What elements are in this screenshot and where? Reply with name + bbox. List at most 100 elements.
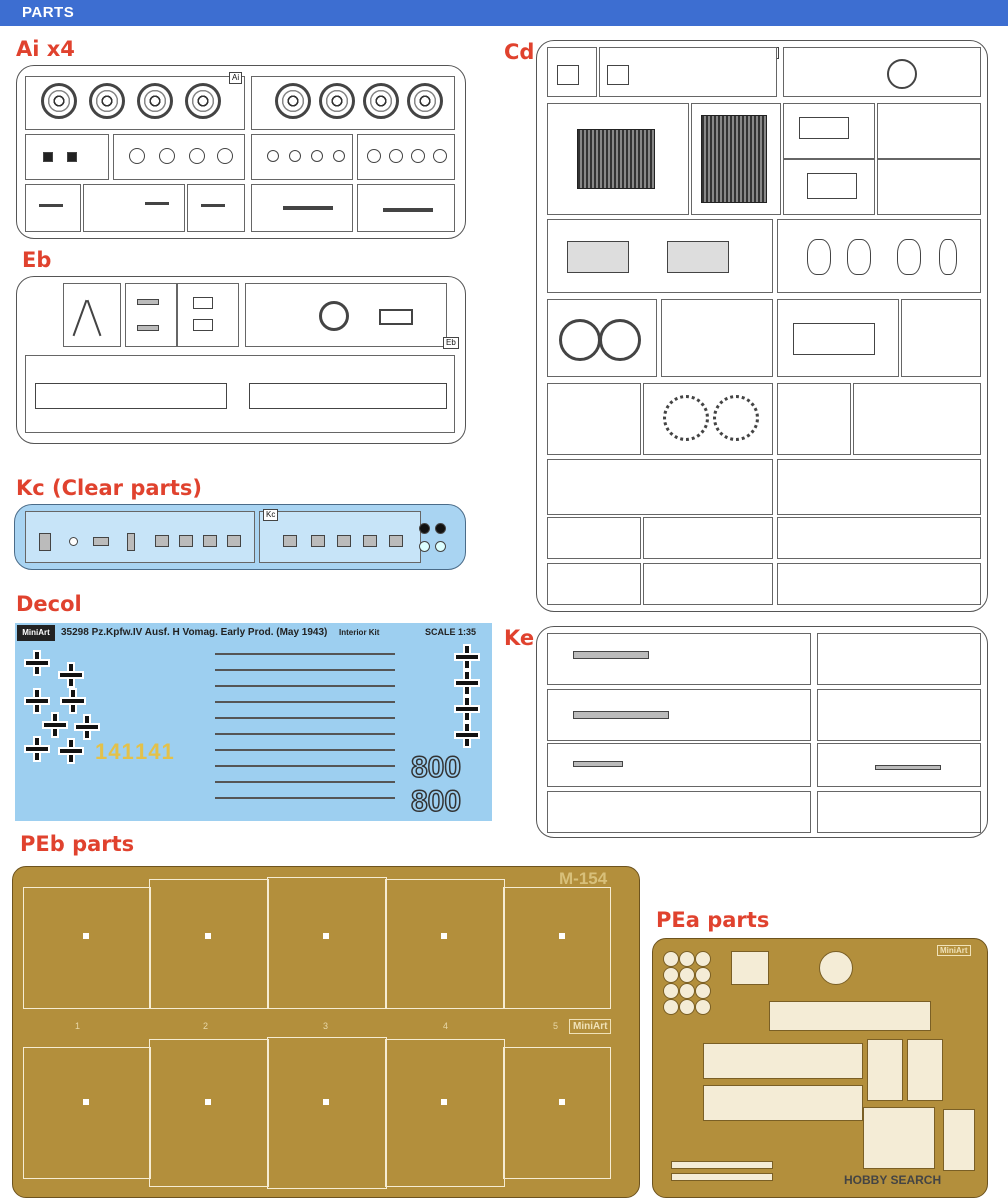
pe-mesh-part bbox=[769, 1001, 931, 1031]
road-wheel-part bbox=[89, 83, 125, 119]
decal-stencil-row bbox=[215, 733, 395, 735]
pe-part bbox=[819, 951, 853, 985]
road-wheel-part bbox=[363, 83, 399, 119]
part bbox=[159, 148, 175, 164]
fan-part bbox=[599, 319, 641, 361]
sprue-cell bbox=[187, 184, 245, 232]
sprue-tag: Eb bbox=[443, 337, 459, 349]
sprue-cell bbox=[547, 791, 811, 833]
decal-subtitle: Interior Kit bbox=[339, 628, 380, 637]
sprue-cell bbox=[547, 633, 811, 685]
section-title-peb: PEb parts bbox=[20, 832, 135, 856]
pe-strip bbox=[671, 1173, 773, 1181]
pe-panel bbox=[267, 1037, 387, 1189]
sprue-cell bbox=[125, 283, 177, 347]
part bbox=[127, 533, 135, 551]
decal-stencil-row bbox=[215, 781, 395, 783]
section-title-pea: PEa parts bbox=[656, 908, 770, 932]
watermark: HOBBY SEARCH bbox=[844, 1173, 942, 1187]
part bbox=[847, 239, 871, 275]
sprue-cell bbox=[25, 184, 81, 232]
engine-part bbox=[667, 241, 729, 273]
part bbox=[807, 173, 857, 199]
pe-part bbox=[663, 983, 679, 999]
balkenkreuz-decal bbox=[454, 722, 480, 748]
pe-panel bbox=[149, 879, 269, 1009]
part bbox=[367, 149, 381, 163]
pe-panel bbox=[23, 1047, 151, 1179]
sprue-cell bbox=[817, 689, 981, 741]
fret-number: 4 bbox=[443, 1021, 449, 1031]
part bbox=[137, 299, 159, 305]
sprue-eb: Eb bbox=[16, 276, 466, 444]
fan-wheel-part bbox=[663, 395, 709, 441]
part bbox=[69, 537, 78, 546]
radiator-grille-part bbox=[701, 115, 767, 203]
sprue-ke: Ke bbox=[536, 626, 988, 838]
fan-wheel-part bbox=[713, 395, 759, 441]
parts-title: PARTS bbox=[22, 4, 75, 21]
fret-brand-logo: MiniArt bbox=[569, 1019, 612, 1034]
decal-sheet: MiniArt 35298 Pz.Kpfw.IV Ausf. H Vomag. … bbox=[15, 623, 492, 821]
pe-part bbox=[695, 983, 711, 999]
sprue-ai: Ai bbox=[16, 65, 466, 239]
part bbox=[289, 150, 301, 162]
road-wheel-part bbox=[275, 83, 311, 119]
part bbox=[799, 117, 849, 139]
sprue-cell bbox=[901, 299, 981, 377]
part bbox=[435, 541, 446, 552]
sprue-cell bbox=[877, 103, 981, 159]
sprue-tag: Kc bbox=[263, 509, 279, 521]
part bbox=[283, 206, 333, 210]
balkenkreuz-decal bbox=[60, 688, 86, 714]
part bbox=[39, 204, 63, 207]
part bbox=[435, 523, 446, 534]
pe-part bbox=[695, 951, 711, 967]
part bbox=[389, 149, 403, 163]
pe-strip bbox=[671, 1161, 773, 1169]
section-title-cd: Cd bbox=[504, 40, 535, 64]
decal-stencil-row bbox=[215, 797, 395, 799]
pe-hole bbox=[205, 933, 211, 939]
fret-number: 3 bbox=[323, 1021, 329, 1031]
pe-part bbox=[731, 951, 769, 985]
pe-panel bbox=[149, 1039, 269, 1187]
road-wheel-part bbox=[185, 83, 221, 119]
decal-scale: SCALE 1:35 bbox=[425, 627, 477, 637]
pe-part bbox=[695, 999, 711, 1015]
rifle-part bbox=[573, 711, 669, 719]
turret-number-decal: 141 bbox=[95, 739, 135, 764]
sprue-cell bbox=[547, 383, 641, 455]
part bbox=[43, 152, 53, 162]
part bbox=[311, 535, 325, 547]
pe-panel bbox=[385, 1039, 505, 1187]
part bbox=[179, 535, 193, 547]
pe-hole bbox=[323, 1099, 329, 1105]
pe-hole bbox=[441, 1099, 447, 1105]
decal-title: 35298 Pz.Kpfw.IV Ausf. H Vomag. Early Pr… bbox=[61, 627, 328, 638]
pe-part bbox=[907, 1039, 943, 1101]
balkenkreuz-decal bbox=[24, 736, 50, 762]
fret-code: M-154 bbox=[559, 869, 608, 888]
sprue-cell bbox=[783, 103, 875, 159]
part bbox=[419, 541, 430, 552]
decal-stencil-row bbox=[215, 701, 395, 703]
part bbox=[129, 148, 145, 164]
pe-panel bbox=[503, 887, 611, 1009]
pe-hole bbox=[205, 1099, 211, 1105]
fret-number: 5 bbox=[553, 1021, 559, 1031]
decal-stencil-row bbox=[215, 669, 395, 671]
sprue-cell bbox=[783, 47, 981, 97]
pe-part bbox=[663, 999, 679, 1015]
fret-brand-logo: MiniArt bbox=[937, 945, 971, 956]
decal-stencil-row bbox=[215, 717, 395, 719]
fan-part bbox=[559, 319, 601, 361]
part bbox=[793, 323, 875, 355]
decal-stencil-row bbox=[215, 765, 395, 767]
balkenkreuz-decal bbox=[454, 670, 480, 696]
decal-stencil-row bbox=[215, 749, 395, 751]
road-wheel-part bbox=[137, 83, 173, 119]
pe-part bbox=[679, 967, 695, 983]
part bbox=[227, 535, 241, 547]
part bbox=[573, 761, 623, 767]
